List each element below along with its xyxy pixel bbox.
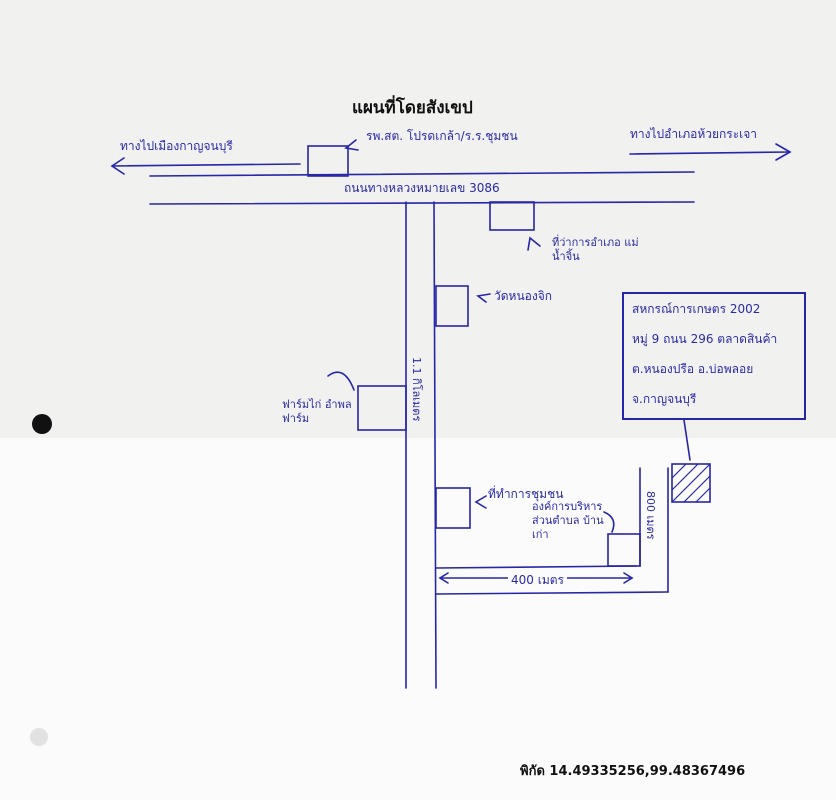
destination-line-1: สหกรณ์การเกษตร 2002 [632,302,761,316]
label-local-office: องค์การบริหาร ส่วนตำบล บ้านเก่า [532,500,604,541]
arrow-right-head [775,143,792,161]
label-school-top: รพ.สต. โปรดเกล้า/ร.ร.ชุมชน [366,129,518,143]
pointer-temple [476,293,491,303]
arrow-left-line [111,163,301,167]
label-community-building: ที่ทำการชุมชน [488,487,564,501]
distance-400-head-right [623,572,634,584]
distance-400-head-left [438,572,449,584]
label-highway: ถนนทางหลวงหมายเลข 3086 [344,181,500,195]
building-community [435,487,471,529]
label-to-huai-krachao: ทางไปอำเภอห้วยกระเจา [630,127,758,141]
pointer-local-office [603,511,615,533]
pointer-community [474,495,487,509]
punch-hole-faint [30,728,48,746]
branch-road-top [435,565,637,569]
map-title: แผนที่โดยสังเขป [352,98,473,118]
label-temple: วัดหนองจิก [494,289,553,303]
label-village-office: ที่ว่าการอำเภอ แม่น้ำจิ้น [552,236,639,263]
pointer-office [527,236,541,251]
building-school [307,145,349,177]
pointer-farm [327,371,355,391]
side-road-right-edge [433,201,437,689]
building-office [489,201,535,231]
label-side-road-distance: 1.1 กิโลเมตร [410,357,423,422]
label-farm: ฟาร์มไก่ อำพล ฟาร์ม [282,398,352,425]
destination-line-3: ต.หนองปรือ อ.บ่อพลอย [632,362,754,376]
highway-upper-edge [149,171,695,177]
destination-info-box: สหกรณ์การเกษตร 2002 หมู่ 9 ถนน 296 ตลาดส… [622,292,806,420]
callout-line [683,419,691,461]
arrow-left-head [110,157,125,175]
arrow-right-line [629,151,791,155]
building-temple [435,285,469,327]
label-to-kanchanaburi: ทางไปเมืองกาญจนบุรี [120,139,233,153]
building-farm [357,385,407,431]
paper-upper-region [0,0,836,438]
label-distance-800: 800 เมตร [644,491,657,540]
destination-line-4: จ.กาญจนบุรี [632,392,697,406]
destination-line-2: หมู่ 9 ถนน 296 ตลาดสินค้า [632,332,778,346]
punch-hole [32,414,52,434]
destination-marker [671,463,711,503]
label-distance-400: 400 เมตร [508,572,567,589]
building-local-office [607,533,641,567]
pointer-school [344,139,359,151]
coordinates-text: พิกัด 14.49335256,99.48367496 [520,764,746,779]
paper-lower-region [0,438,836,800]
highway-lower-edge [149,201,695,205]
branch-road-bottom [435,591,669,595]
